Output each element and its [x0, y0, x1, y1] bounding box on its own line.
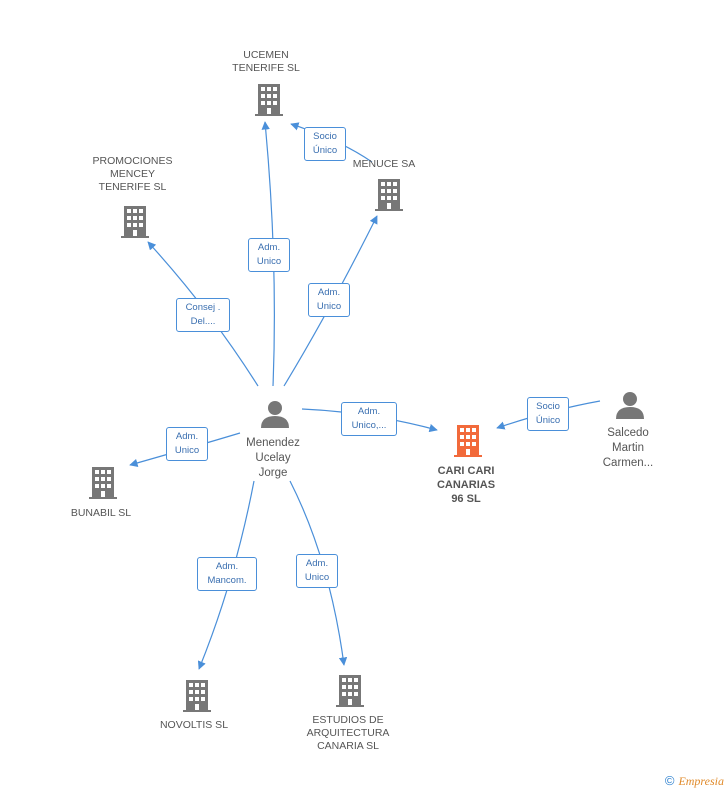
building-icon-cari[interactable] — [454, 425, 482, 457]
edge-label-socio-unico-cari[interactable]: Socio Único — [527, 397, 569, 431]
person-icon-salcedo[interactable] — [616, 392, 644, 419]
building-icon-promociones[interactable] — [121, 206, 149, 238]
person-icon-menendez[interactable] — [261, 401, 289, 428]
edge-label-adm-unico-bunabil[interactable]: Adm. Unico — [166, 427, 208, 461]
node-label-menendez[interactable]: Menendez Ucelay Jorge — [246, 437, 300, 479]
node-label-promociones[interactable]: PROMOCIONES MENCEY TENERIFE SL — [92, 155, 173, 193]
edge-label-adm-unico-menuce[interactable]: Adm. Unico — [308, 283, 350, 317]
node-label-salcedo[interactable]: Salcedo Martin Carmen... — [602, 427, 654, 469]
building-icon-ucemen[interactable] — [255, 84, 283, 116]
edge-label-adm-mancom[interactable]: Adm. Mancom. — [197, 557, 257, 591]
brand-logo[interactable]: Empresia — [678, 774, 724, 788]
node-label-menuce[interactable]: MENUCE SA — [352, 158, 416, 170]
building-icon-novoltis[interactable] — [183, 680, 211, 712]
copyright-icon: © — [664, 773, 675, 788]
node-label-novoltis[interactable]: NOVOLTIS SL — [159, 719, 229, 731]
edge-label-consej[interactable]: Consej . Del.... — [176, 298, 230, 332]
node-label-ucemen[interactable]: UCEMEN TENERIFE SL — [232, 49, 300, 74]
edge-label-socio-unico-ucemen[interactable]: Socio Único — [304, 127, 346, 161]
building-icon-estudios[interactable] — [336, 675, 364, 707]
edge-label-adm-unico-cari[interactable]: Adm. Unico,... — [341, 402, 397, 436]
edge-label-adm-unico-ucemen[interactable]: Adm. Unico — [248, 238, 290, 272]
building-icon-menuce[interactable] — [375, 179, 403, 211]
footer-brand: ©Empresia — [665, 773, 724, 789]
edge-label-adm-unico-estudios[interactable]: Adm. Unico — [296, 554, 338, 588]
node-label-bunabil[interactable]: BUNABIL SL — [70, 507, 132, 519]
building-icon-bunabil[interactable] — [89, 467, 117, 499]
node-label-cari[interactable]: CARI CARI CANARIAS 96 SL — [436, 465, 496, 505]
node-label-estudios[interactable]: ESTUDIOS DE ARQUITECTURA CANARIA SL — [306, 714, 390, 752]
